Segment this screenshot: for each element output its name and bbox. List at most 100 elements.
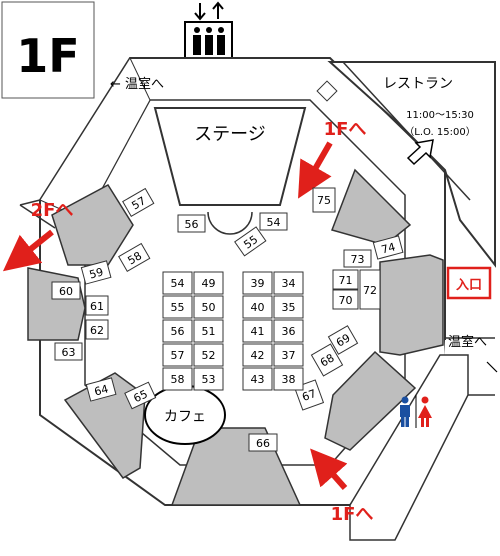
greenhouse-top-label: ← 温室へ <box>110 76 164 92</box>
booth: 65 <box>124 381 157 410</box>
stage <box>153 107 307 206</box>
svg-text:68: 68 <box>318 351 337 369</box>
booth: 55 <box>162 295 193 319</box>
booth: 37 <box>273 343 304 367</box>
to-1f-bottom-arrow <box>310 448 348 490</box>
restaurant-hours: 11:00〜15:30 <box>406 110 474 121</box>
svg-text:70: 70 <box>339 294 353 307</box>
booth: 39 <box>242 271 273 295</box>
booth: 73 <box>343 249 372 268</box>
restaurant-name: レストラン <box>383 76 453 92</box>
booth-number: 54 <box>171 277 185 290</box>
booth: 57 <box>162 343 193 367</box>
booth: 72 <box>359 269 381 310</box>
wall-block-ne <box>331 168 412 246</box>
booth: 59 <box>80 260 112 285</box>
to-2f-label: 2Fへ <box>31 200 74 221</box>
booth-number: 41 <box>251 325 265 338</box>
booth: 41 <box>242 319 273 343</box>
booth: 66 <box>248 433 278 452</box>
booth-number: 40 <box>251 301 265 314</box>
svg-text:60: 60 <box>59 285 73 298</box>
booth: 35 <box>273 295 304 319</box>
booth: 61 <box>85 295 109 316</box>
booth-number: 43 <box>251 373 265 386</box>
svg-text:75: 75 <box>317 194 331 207</box>
to-1f-bottom-label: 1Fへ <box>331 504 374 525</box>
svg-text:69: 69 <box>334 331 353 349</box>
booth-number: 39 <box>251 277 265 290</box>
entrance-label: 入口 <box>456 278 482 293</box>
svg-text:63: 63 <box>62 346 76 359</box>
booth-number: 36 <box>282 325 296 338</box>
booth: 56 <box>162 319 193 343</box>
greenhouse-right-label: 温室へ <box>448 334 487 350</box>
booth: 50 <box>193 295 224 319</box>
svg-text:58: 58 <box>125 249 144 267</box>
wall-block-w <box>27 267 86 341</box>
cafe-label: カフェ <box>164 409 206 425</box>
booth: 38 <box>273 367 304 391</box>
to-1f-top-arrow <box>298 141 333 199</box>
wall-block-e <box>379 254 444 356</box>
svg-text:71: 71 <box>339 274 353 287</box>
svg-text:59: 59 <box>88 265 105 281</box>
booth-number: 34 <box>282 277 296 290</box>
svg-text:62: 62 <box>90 324 104 337</box>
stage-label: ステージ <box>194 124 266 145</box>
elevator-icon <box>184 1 233 61</box>
booth: 62 <box>85 319 109 340</box>
booth-number: 49 <box>202 277 216 290</box>
wall-block-sw <box>63 372 146 479</box>
svg-text:64: 64 <box>93 382 110 398</box>
arrow-icon <box>406 139 434 166</box>
booth-number: 57 <box>171 349 185 362</box>
booth: 34 <box>273 271 304 295</box>
booth-number: 35 <box>282 301 296 314</box>
booth: 55 <box>234 226 267 257</box>
booth: 42 <box>242 343 273 367</box>
booth-number: 55 <box>171 301 185 314</box>
booth: 64 <box>85 377 117 402</box>
booth: 58 <box>118 242 151 272</box>
booth-number: 42 <box>251 349 265 362</box>
svg-text:74: 74 <box>380 240 397 256</box>
booth-number: 58 <box>171 373 185 386</box>
svg-text:54: 54 <box>267 216 281 229</box>
svg-text:61: 61 <box>90 300 104 313</box>
svg-text:67: 67 <box>300 387 318 404</box>
entrance-box <box>446 266 492 300</box>
booth: 52 <box>193 343 224 367</box>
booth: 63 <box>54 342 83 361</box>
booth: 75 <box>312 187 336 213</box>
booth: 70 <box>332 289 359 310</box>
restroom-icon <box>400 395 432 428</box>
floor-label-box <box>1 1 95 99</box>
svg-text:57: 57 <box>129 194 148 212</box>
booth-number: 51 <box>202 325 216 338</box>
booth-number: 56 <box>171 325 185 338</box>
booth: 49 <box>193 271 224 295</box>
booth-number: 38 <box>282 373 296 386</box>
booth: 54 <box>259 212 288 231</box>
booth: 57 <box>122 187 155 217</box>
booth: 58 <box>162 367 193 391</box>
booth: 43 <box>242 367 273 391</box>
booth: 56 <box>177 214 206 233</box>
booth: 51 <box>193 319 224 343</box>
wall-block-nw <box>51 184 134 266</box>
booth: 71 <box>332 269 359 290</box>
booth-number: 53 <box>202 373 216 386</box>
booth: 54 <box>162 271 193 295</box>
booth-grid-right: 39 34 40 35 41 36 42 37 43 38 <box>242 271 304 391</box>
booth-number: 52 <box>202 349 216 362</box>
restroom-corridor <box>349 354 469 541</box>
to-1f-top-label: 1Fへ <box>324 119 367 140</box>
booth: 40 <box>242 295 273 319</box>
svg-text:65: 65 <box>132 388 150 406</box>
svg-text:66: 66 <box>256 437 270 450</box>
svg-text:56: 56 <box>185 218 199 231</box>
floor-label: 1F <box>16 29 79 83</box>
svg-text:73: 73 <box>351 253 365 266</box>
